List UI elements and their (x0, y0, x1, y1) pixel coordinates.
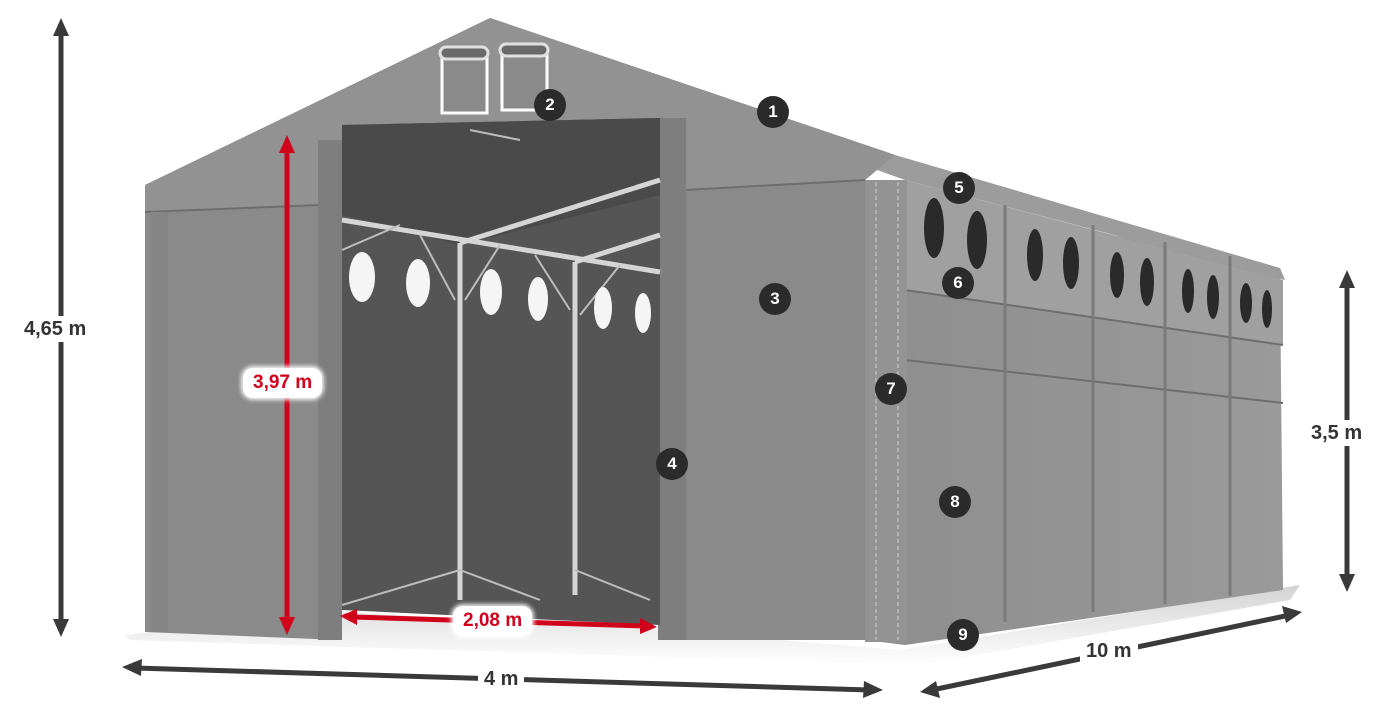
side-height-label: 3,5 m (1305, 420, 1369, 446)
ground-shadow (125, 585, 1300, 665)
callout-front-gable-wall: 3 (759, 283, 791, 315)
total-height-label: 4,65 m (18, 316, 93, 342)
callout-roof: 1 (757, 96, 789, 128)
callout-upper-side-band: 5 (943, 172, 975, 204)
door-height-label: 3,97 m (243, 368, 323, 398)
length-label: 10 m (1080, 638, 1138, 664)
front-gable (144, 18, 895, 640)
callout-side-windows: 6 (942, 267, 974, 299)
door-opening (341, 118, 661, 625)
width-label: 4 m (478, 666, 525, 692)
gable-vents (438, 42, 550, 115)
callout-gable-vents: 2 (534, 89, 566, 121)
callout-door-flap: 4 (656, 448, 688, 480)
callout-side-wall-panel: 8 (939, 486, 971, 518)
door-width-label: 2,08 m (453, 606, 533, 636)
side-wall (490, 18, 1285, 645)
callout-corner-post-cover: 7 (875, 373, 907, 405)
callout-ground-skirt: 9 (947, 619, 979, 651)
